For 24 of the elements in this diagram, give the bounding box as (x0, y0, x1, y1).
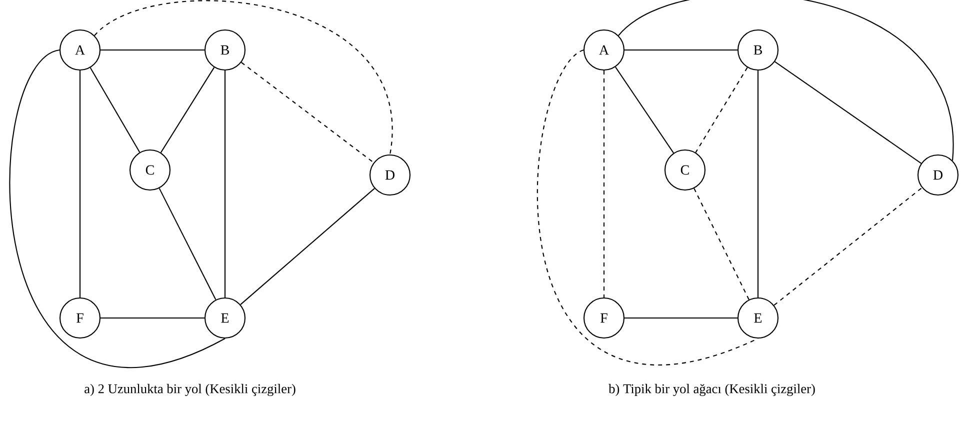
caption: a) 2 Uzunlukta bir yol (Kesikli çizgiler) (84, 384, 296, 396)
graph-edge (158, 188, 216, 300)
graph-edge (160, 67, 215, 153)
graph-edge (694, 188, 750, 300)
graph-edge (90, 67, 140, 153)
graph-edge (10, 50, 226, 368)
caption: b) Tipik bir yol ağacı (Kesikli çizgiler) (608, 384, 815, 396)
graph-edge (240, 188, 375, 305)
graph-edge (615, 66, 674, 154)
graph-edge (94, 0, 392, 154)
graph-edge (774, 61, 922, 164)
graph-edge (618, 0, 954, 160)
graph-edge (774, 187, 922, 306)
graph-edge (241, 62, 374, 164)
graph-edge (100, 49, 204, 51)
graph-edge (624, 49, 738, 51)
graph-edge (100, 317, 204, 319)
graph-edge (695, 67, 748, 153)
graph-edge (757, 70, 759, 298)
graph-edge (537, 50, 758, 364)
graph-edge (603, 70, 605, 298)
graph-edge (624, 317, 738, 319)
graph-edge (79, 70, 81, 298)
graph-edge (224, 70, 226, 298)
